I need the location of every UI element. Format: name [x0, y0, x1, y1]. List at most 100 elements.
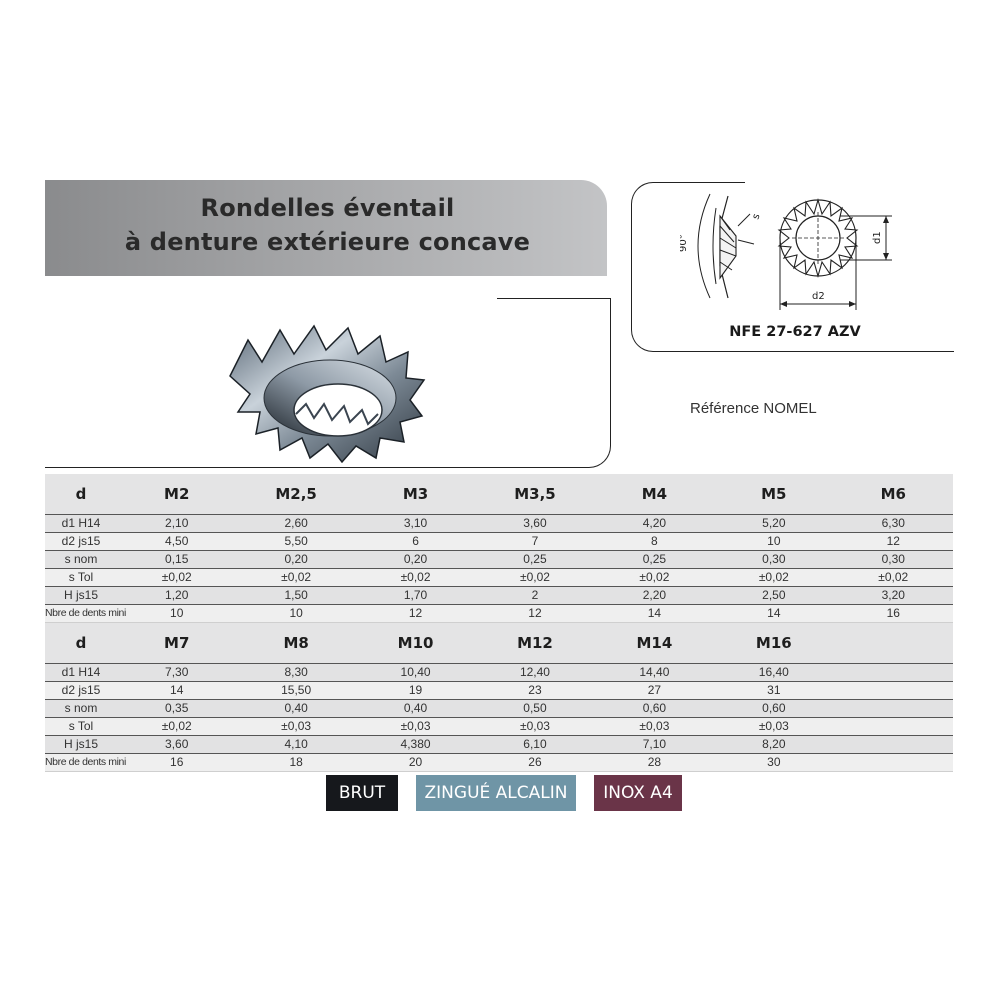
table-cell: 20	[355, 753, 476, 772]
table-cell: 5,20	[714, 514, 834, 533]
table-cell: 12	[475, 604, 595, 623]
table-cell: 14	[714, 604, 834, 623]
table-header-row: d M7 M8 M10 M12 M14 M16	[45, 623, 953, 664]
row-label: s Tol	[45, 717, 117, 736]
table-cell: ±0,02	[475, 568, 595, 587]
table-cell: 0,15	[117, 550, 237, 569]
table-cell: 7,10	[594, 735, 715, 754]
product-title-line2: à denture extérieure concave	[124, 228, 531, 256]
table-cell: ±0,03	[714, 717, 834, 736]
table-cell: 31	[714, 681, 834, 700]
d1-label: d1	[872, 231, 883, 244]
size-header: M14	[636, 634, 673, 652]
table-cell	[833, 663, 953, 682]
title-banner: Rondelles éventail à denture extérieure …	[45, 180, 607, 276]
table-cell: 30	[714, 753, 834, 772]
table-cell: 3,60	[475, 514, 595, 533]
table-header-row: d M2 M2,5 M3 M3,5 M4 M5 M6	[45, 474, 953, 515]
table-cell: 2,50	[714, 586, 834, 605]
size-header: M3,5	[514, 485, 556, 503]
table-cell: 3,20	[833, 586, 953, 605]
row-label: H js15	[45, 586, 117, 605]
size-header: M5	[761, 485, 787, 503]
table-cell: ±0,02	[117, 568, 237, 587]
table-cell: ±0,03	[594, 717, 715, 736]
table-cell: 2,20	[594, 586, 715, 605]
table-cell	[833, 735, 953, 754]
table-cell: 12	[833, 532, 953, 551]
table-cell: 12	[355, 604, 476, 623]
table-cell: ±0,02	[236, 568, 356, 587]
row-label: s Tol	[45, 568, 117, 587]
row-label: H js15	[45, 735, 117, 754]
table-cell: ±0,03	[236, 717, 356, 736]
table-cell: 0,60	[714, 699, 834, 718]
table-cell: 18	[236, 753, 356, 772]
table-cell: 12,40	[475, 663, 595, 682]
s-label: s	[750, 212, 762, 221]
table-cell: 8,30	[236, 663, 356, 682]
table-cell: 3,60	[117, 735, 237, 754]
table-cell: 0,20	[355, 550, 476, 569]
table-row: H js15 1,20 1,50 1,70 2 2,20 2,50 3,20	[45, 586, 953, 605]
table-row: d1 H14 2,10 2,60 3,10 3,60 4,20 5,20 6,3…	[45, 514, 953, 533]
table-row: H js15 3,60 4,10 4,380 6,10 7,10 8,20	[45, 735, 953, 754]
table-cell: 15,50	[236, 681, 356, 700]
size-header: M6	[880, 485, 906, 503]
table-cell: ±0,02	[833, 568, 953, 587]
table-cell: 16	[117, 753, 237, 772]
spec-table-2: d M7 M8 M10 M12 M14 M16 d1 H14 7,30 8,30…	[45, 623, 953, 772]
table-cell: 0,30	[714, 550, 834, 569]
row-label: d1 H14	[45, 663, 117, 682]
table-cell: 6	[355, 532, 476, 551]
table-cell: 0,35	[117, 699, 237, 718]
finish-brut-button[interactable]: BRUT	[326, 775, 398, 811]
table-cell: 0,30	[833, 550, 953, 569]
size-header: M8	[283, 634, 309, 652]
table-cell: 1,50	[236, 586, 356, 605]
size-header: M10	[397, 634, 434, 652]
table-cell: 10	[714, 532, 834, 551]
norm-label: NFE 27-627 AZV	[729, 324, 861, 340]
table-cell: 16	[833, 604, 953, 623]
table-cell: 8,20	[714, 735, 834, 754]
table-cell: 4,380	[355, 735, 476, 754]
row-label: s nom	[45, 550, 117, 569]
table-cell: 14,40	[594, 663, 715, 682]
spec-table-1: d M2 M2,5 M3 M3,5 M4 M5 M6 d1 H14 2,10 2…	[45, 474, 953, 623]
table-cell: 0,25	[594, 550, 715, 569]
table-cell	[833, 753, 953, 772]
table-cell: 2,10	[117, 514, 237, 533]
table-cell: 7,30	[117, 663, 237, 682]
table-cell: 0,60	[594, 699, 715, 718]
table-row: d1 H14 7,30 8,30 10,40 12,40 14,40 16,40	[45, 663, 953, 682]
size-header: M16	[755, 634, 792, 652]
table-cell: 4,20	[594, 514, 715, 533]
table-cell: 1,70	[355, 586, 476, 605]
table-cell: 28	[594, 753, 715, 772]
size-header: M12	[517, 634, 553, 652]
technical-drawing: 90° s d1 d2	[680, 193, 892, 310]
size-header: M2,5	[275, 485, 317, 503]
row-label: d1 H14	[45, 514, 117, 533]
table-cell: 8	[594, 532, 715, 551]
table-cell: 6,30	[833, 514, 953, 533]
angle-label: 90°	[680, 234, 689, 252]
table-cell: 0,50	[475, 699, 595, 718]
table-cell: 10,40	[355, 663, 476, 682]
finish-inox-a4-button[interactable]: INOX A4	[594, 775, 682, 811]
header-label: d	[75, 634, 87, 652]
finish-zingue-alcalin-button[interactable]: ZINGUÉ ALCALIN	[416, 775, 576, 811]
table-cell: 0,40	[355, 699, 476, 718]
table-cell: 0,20	[236, 550, 356, 569]
washer-photo	[229, 324, 426, 463]
table-cell: ±0,03	[355, 717, 476, 736]
table-row: s Tol ±0,02 ±0,03 ±0,03 ±0,03 ±0,03 ±0,0…	[45, 717, 953, 736]
table-cell: 7	[475, 532, 595, 551]
table-row: Nbre de dents mini 16 18 20 26 28 30	[45, 753, 953, 772]
header-label: d	[75, 485, 87, 503]
table-cell: 1,20	[117, 586, 237, 605]
size-header: M3	[402, 485, 429, 503]
table-cell: 14	[117, 681, 237, 700]
table-row: d2 js15 4,50 5,50 6 7 8 10 12	[45, 532, 953, 551]
